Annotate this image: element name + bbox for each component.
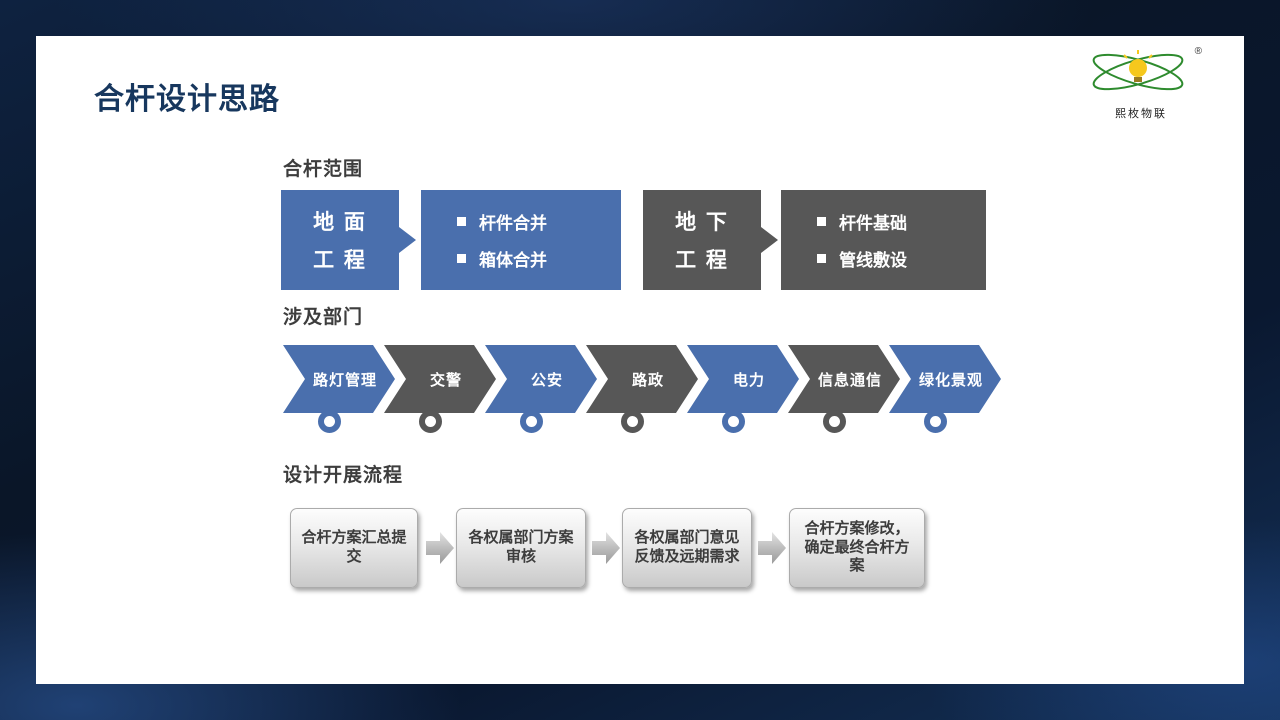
department-chevron: 信息通信 — [788, 345, 900, 413]
department-chevron: 路政 — [586, 345, 698, 413]
scope-underground-item-2: 管线敷设 — [839, 251, 907, 270]
department-dot-icon — [318, 410, 341, 433]
logo-bulb-orbits-icon — [1092, 50, 1184, 91]
department-dot-icon — [722, 410, 745, 433]
process-step: 合杆方案修改，确定最终合杆方案 — [789, 508, 925, 588]
department-label: 路灯管理 — [312, 371, 377, 389]
process-arrow-icon — [592, 532, 620, 564]
scope-underground-item-1: 杆件基础 — [839, 214, 907, 233]
department-chevron: 电力 — [687, 345, 799, 413]
square-bullet-icon — [817, 254, 826, 263]
bullet-item: 杆件基础 — [817, 209, 986, 234]
slide-title: 合杆设计思路 — [94, 83, 280, 116]
scope-ground-label-line2: 工 程 — [313, 249, 367, 272]
registered-trademark-mark: ® — [1194, 46, 1202, 57]
scope-ground-label-box: 地 面 工 程 — [281, 190, 399, 290]
department-dot-icon — [924, 410, 947, 433]
section-heading-departments: 涉及部门 — [283, 307, 364, 328]
scope-underground-label-line2: 工 程 — [675, 249, 729, 272]
bullet-item: 管线敷设 — [817, 246, 986, 271]
process-step: 合杆方案汇总提交 — [290, 508, 418, 588]
department-label: 电力 — [732, 371, 765, 389]
scope-underground-label-line1: 地 下 — [675, 211, 729, 234]
department-chevron: 交警 — [384, 345, 496, 413]
department-label: 路政 — [631, 371, 664, 389]
department-label: 交警 — [429, 371, 462, 389]
process-arrow-icon — [426, 532, 454, 564]
process-step-label: 各权属部门意见反馈及远期需求 — [634, 529, 740, 565]
department-dot-icon — [621, 410, 644, 433]
brand-logo: ® 熙枚物联 — [1074, 44, 1208, 121]
scope-ground-items-box: 杆件合并 箱体合并 — [421, 190, 621, 290]
process-step: 各权属部门意见反馈及远期需求 — [622, 508, 752, 588]
department-label: 绿化景观 — [918, 371, 983, 389]
department-label: 信息通信 — [817, 371, 882, 389]
scope-underground-label-box: 地 下 工 程 — [643, 190, 761, 290]
process-arrow-icon — [758, 532, 786, 564]
section-heading-scope: 合杆范围 — [283, 159, 364, 180]
department-chevron: 路灯管理 — [283, 345, 395, 413]
department-dot-icon — [823, 410, 846, 433]
brand-name: 熙枚物联 — [1115, 108, 1167, 120]
square-bullet-icon — [457, 217, 466, 226]
bullet-item: 杆件合并 — [457, 209, 621, 234]
process-step-label: 合杆方案汇总提交 — [301, 529, 407, 565]
square-bullet-icon — [817, 217, 826, 226]
process-step: 各权属部门方案审核 — [456, 508, 586, 588]
scope-ground-item-2: 箱体合并 — [479, 251, 547, 270]
department-label: 公安 — [530, 371, 563, 389]
process-step-label: 合杆方案修改，确定最终合杆方案 — [804, 519, 910, 575]
department-chevron: 绿化景观 — [889, 345, 1001, 413]
bullet-item: 箱体合并 — [457, 246, 621, 271]
scope-ground-item-1: 杆件合并 — [479, 214, 547, 233]
square-bullet-icon — [457, 254, 466, 263]
scope-underground-items-box: 杆件基础 管线敷设 — [781, 190, 986, 290]
slide: 合杆设计思路 ® 熙枚物联 合杆范围 地 面 工 程 — [36, 36, 1244, 684]
department-dot-icon — [419, 410, 442, 433]
section-heading-process: 设计开展流程 — [283, 465, 404, 486]
scope-ground-label-line1: 地 面 — [313, 211, 367, 234]
department-chevron: 公安 — [485, 345, 597, 413]
process-step-label: 各权属部门方案审核 — [468, 529, 574, 565]
department-dot-icon — [520, 410, 543, 433]
